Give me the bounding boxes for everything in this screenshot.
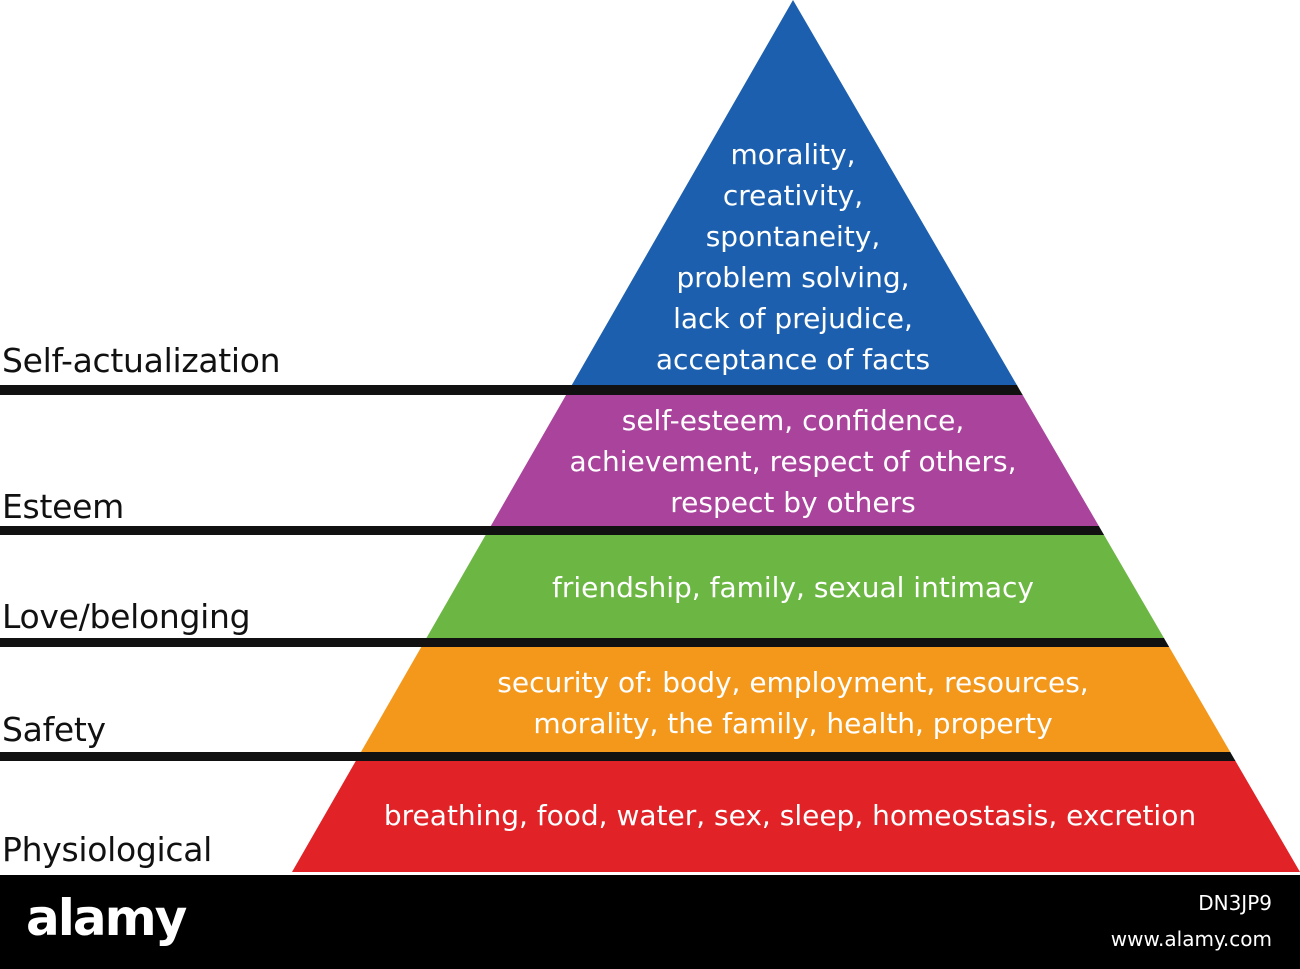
label-love-belonging: Love/belonging bbox=[2, 597, 251, 636]
tier-self-actualization bbox=[571, 0, 1018, 386]
tier-text-line: friendship, family, sexual intimacy bbox=[552, 571, 1034, 604]
tier-esteem-text: self-esteem, confidence, achievement, res… bbox=[143, 400, 1300, 523]
tier-text-line: self-esteem, confidence, bbox=[621, 404, 965, 437]
tier-safety bbox=[360, 646, 1231, 753]
label-self-actualization: Self-actualization bbox=[2, 341, 281, 380]
tier-self-actualization-text: morality, creativity, spontaneity, problem … bbox=[143, 134, 1300, 380]
tier-text-line: lack of prejudice, bbox=[673, 302, 913, 335]
tier-divider bbox=[0, 638, 1170, 647]
tier-divider bbox=[0, 752, 1236, 761]
image-id: DN3JP9 bbox=[1198, 891, 1272, 915]
tier-physiological bbox=[292, 760, 1300, 872]
tier-safety-text: security of: body, employment, resources… bbox=[143, 662, 1300, 744]
tier-text-line: security of: body, employment, resources… bbox=[497, 666, 1089, 699]
tier-physiological-text: breathing, food, water, sex, sleep, home… bbox=[140, 795, 1300, 836]
tier-esteem bbox=[490, 394, 1100, 527]
stock-photo-footer: alamy DN3JP9 www.alamy.com bbox=[0, 875, 1300, 969]
label-physiological: Physiological bbox=[2, 830, 213, 869]
footer-url: www.alamy.com bbox=[1110, 927, 1272, 951]
tier-text-line: acceptance of facts bbox=[655, 343, 931, 376]
tier-text-line: breathing, food, water, sex, sleep, home… bbox=[383, 799, 1197, 832]
tier-divider bbox=[0, 385, 1023, 395]
tier-love-belonging-text: friendship, family, sexual intimacy bbox=[143, 567, 1300, 608]
tier-text-line: morality, bbox=[730, 138, 856, 171]
tier-text-line: achievement, respect of others, bbox=[569, 445, 1017, 478]
tier-love-belonging bbox=[425, 534, 1165, 639]
label-safety: Safety bbox=[2, 710, 106, 749]
tier-text-line: creativity, bbox=[722, 179, 864, 212]
label-esteem: Esteem bbox=[2, 487, 124, 526]
tier-text-line: problem solving, bbox=[676, 261, 910, 294]
tier-divider bbox=[0, 526, 1105, 535]
tier-text-line: spontaneity, bbox=[705, 220, 881, 253]
tier-text-line: morality, the family, health, property bbox=[533, 707, 1053, 740]
alamy-logo: alamy bbox=[26, 889, 187, 947]
tier-text-line: respect by others bbox=[670, 486, 916, 519]
